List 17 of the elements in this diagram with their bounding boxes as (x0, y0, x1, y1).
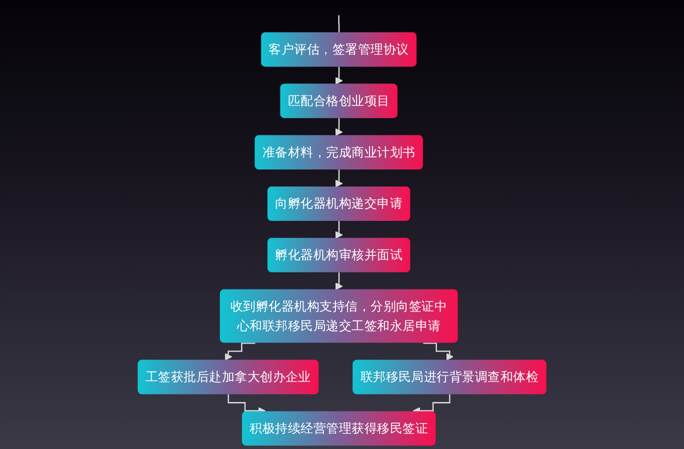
arrow (335, 118, 343, 136)
arrow (224, 342, 256, 361)
node-box: 工签获批后赴加拿大创办企业 (138, 360, 319, 394)
node-box: 联邦移民局进行背景调查和体检 (352, 360, 546, 394)
node-box: 向孵化器机构递交申请 (267, 186, 410, 221)
node-box: 收到孵化器机构支持信，分别向签证中心和联邦移民局递交工签和永居申请 (220, 289, 458, 343)
node-box: 积极持续经营管理获得移民签证 (242, 411, 436, 446)
arrow (335, 220, 343, 239)
node-box: 客户评估，签署管理协议 (261, 32, 417, 67)
arrow (423, 342, 454, 361)
arrow (335, 66, 343, 84)
node-box: 准备材料，完成商业计划书 (254, 135, 423, 170)
connector (338, 14, 340, 34)
arrow (335, 169, 343, 188)
node-box: 匹配合格创业项目 (280, 84, 398, 118)
node-box: 孵化器机构审核并面试 (267, 238, 410, 272)
arrow (335, 272, 343, 290)
